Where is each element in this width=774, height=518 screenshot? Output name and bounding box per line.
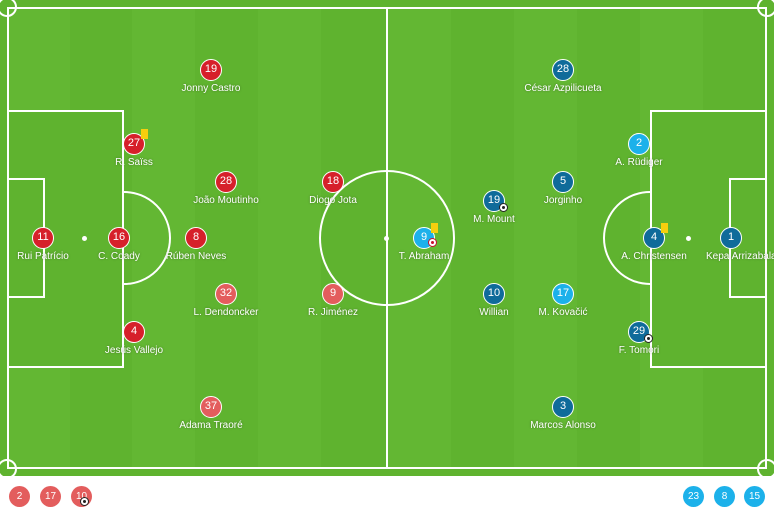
player-number-disc: 4 [643,227,665,249]
player-name: M. Mount [473,214,515,225]
player-number-disc: 19 [200,59,222,81]
player-name: Jesús Vallejo [104,345,164,356]
player-name: Adama Traoré [179,420,243,431]
player-number-disc: 5 [552,171,574,193]
corner-arc [0,0,17,17]
centre-circle [319,170,455,306]
yellow-card-icon [141,129,148,139]
player-number-disc: 28 [215,171,237,193]
pitch-stripe [514,8,577,468]
player-name: Diogo Jota [309,195,357,206]
yellow-card-icon [431,223,438,233]
player-name: Kepa Arrizabalaga [706,251,774,262]
player-number-disc: 17 [552,283,574,305]
player-name: A. Rüdiger [615,157,663,168]
player-number-disc: 19 [483,190,505,212]
pitch-stripe [258,8,321,468]
player-number-disc: 27 [123,133,145,155]
player-name: R. Jiménez [307,307,358,318]
corner-arc [757,459,774,479]
player-number-disc: 18 [322,171,344,193]
player-number-disc: 3 [552,396,574,418]
centre-spot [384,236,389,241]
player-number-disc: 28 [552,59,574,81]
player-name: Marcos Alonso [530,420,596,431]
own-goal-ball-icon [428,238,437,247]
player-number-disc: 10 [483,283,505,305]
home-substitute[interactable]: 17 [40,486,61,507]
player-number-disc: 8 [185,227,207,249]
player-name: César Azpilicueta [524,83,602,94]
player-name: F. Tomori [618,345,660,356]
football-pitch: 11 Rui Patrício 16 C. Coady 27 R. Saïss … [0,0,774,479]
player-number-disc: 2 [628,133,650,155]
player-name: R. Saïss [115,157,153,168]
away-substitute[interactable]: 8 [714,486,735,507]
player-name: Rui Patrício [17,251,69,262]
player-number-disc: 16 [108,227,130,249]
player-name: C. Coady [98,251,140,262]
goal-ball-icon [499,203,508,212]
player-number-disc: 32 [215,283,237,305]
player-name: Rúben Neves [165,251,227,262]
goal-ball-icon [80,497,89,506]
away-substitute[interactable]: 23 [683,486,704,507]
player-name: Jonny Castro [181,83,241,94]
player-name: Jorginho [543,195,583,206]
left-penalty-spot [82,236,87,241]
player-number-disc: 4 [123,321,145,343]
goal-ball-icon [644,334,653,343]
yellow-card-icon [661,223,668,233]
substitute-number: 10 [76,491,87,502]
away-substitute[interactable]: 15 [744,486,765,507]
player-name: Willian [479,307,509,318]
player-number-disc: 11 [32,227,54,249]
player-name: M. Kovačić [538,307,588,318]
player-name: L. Dendoncker [193,307,259,318]
player-name: A. Christensen [621,251,687,262]
player-name: T. Abraham [398,251,450,262]
player-number-disc: 37 [200,396,222,418]
home-substitute[interactable]: 2 [9,486,30,507]
corner-arc [0,459,17,479]
player-name: João Moutinho [193,195,259,206]
player-number-disc: 1 [720,227,742,249]
corner-arc [757,0,774,17]
right-penalty-spot [686,236,691,241]
left-penalty-area [7,110,124,368]
player-number-disc: 9 [322,283,344,305]
home-substitute[interactable]: 10 [71,486,92,507]
